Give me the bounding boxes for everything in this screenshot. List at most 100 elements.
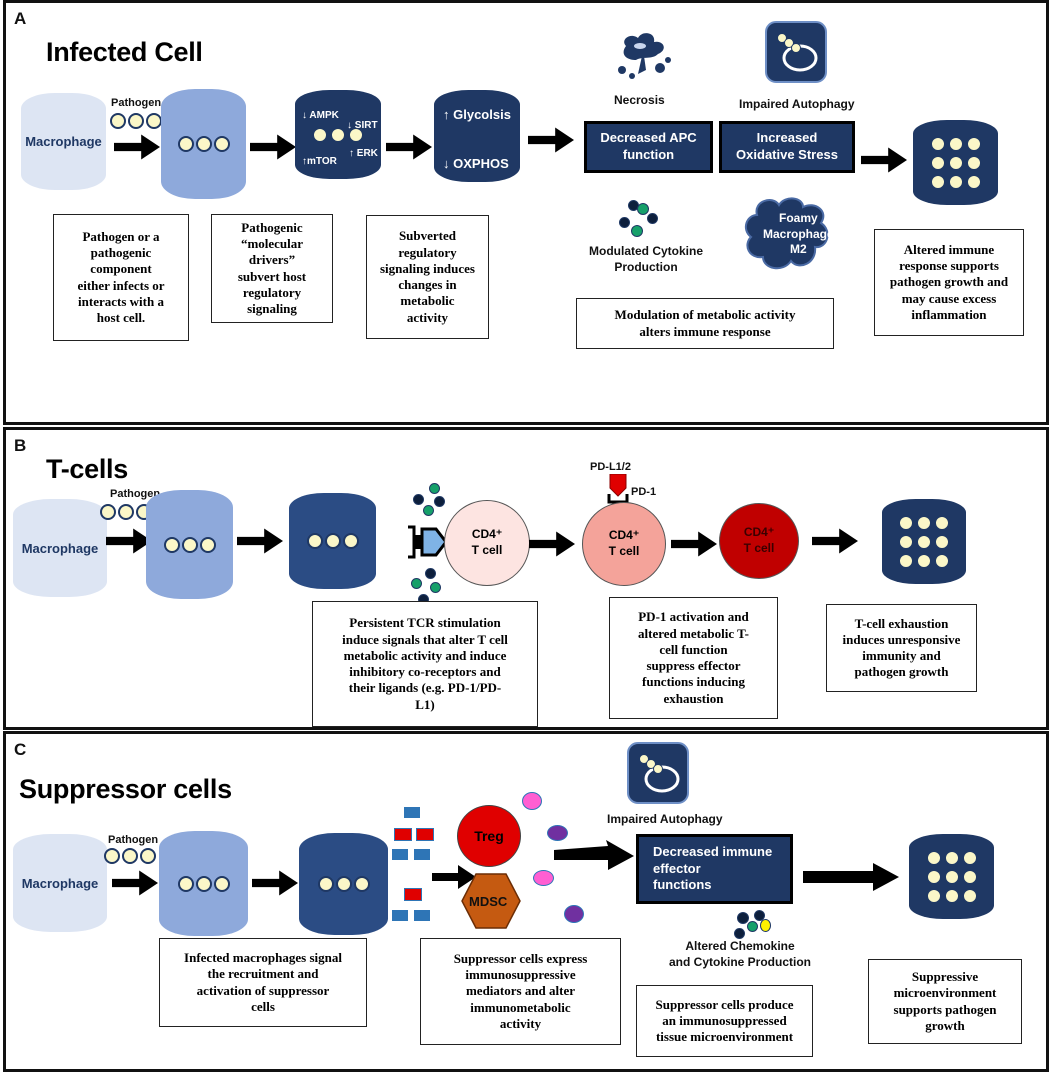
chemokine-dot (737, 912, 749, 924)
pathogen-bead (961, 849, 978, 866)
pathogen-label: Pathogen (111, 97, 162, 109)
panel-b: B T-cells Macrophage Pathogen CD4⁺ T cel… (3, 427, 1049, 730)
mediator-square (416, 828, 434, 841)
treg-cell: Treg (457, 805, 521, 867)
pd-1-label: PD-1 (631, 486, 657, 498)
pathogen-bead (934, 552, 950, 569)
signaling-cell (289, 493, 376, 589)
metabolic-cell (434, 90, 520, 182)
chemokine-dot (747, 921, 758, 932)
pathogen-bead (961, 887, 978, 904)
macrophage-cell: Macrophage (13, 834, 107, 932)
arrow-icon (112, 870, 158, 896)
panel-a: A Infected Cell Macrophage Pathogen ↓ AM… (3, 0, 1049, 425)
box-a3: Subverted regulatory signaling induces c… (366, 215, 489, 339)
box-c1: Infected macrophages signal the recruitm… (159, 938, 367, 1027)
panel-label: C (14, 740, 27, 759)
pathogen-bead (916, 514, 932, 531)
pathogen-bead (929, 173, 946, 190)
sirt-label: ↓ SIRT (347, 120, 378, 131)
box-b2: PD-1 activation and altered metabolic T-… (609, 597, 778, 719)
mediator-square (404, 888, 422, 901)
mediator-dot (564, 905, 584, 923)
impaired-autophagy-label: Impaired Autophagy (607, 812, 723, 826)
cd4-naive-cell: CD4⁺ T cell (444, 500, 530, 586)
cytokine-dot (619, 217, 630, 228)
erk-label: ↑ ERK (349, 148, 378, 159)
pathogen-bead (925, 887, 942, 904)
arrow-icon (386, 134, 432, 160)
pathogen-bead (140, 848, 156, 864)
signaling-cell (299, 833, 388, 935)
outcome-cell (909, 834, 994, 919)
infected-cell (146, 490, 233, 599)
chemokine-dot (734, 928, 745, 939)
decreased-effector-box: Decreased immune effector functions (636, 834, 793, 904)
pathogen-bead (929, 154, 946, 171)
pathogen-bead (961, 868, 978, 885)
pathogen-bead (925, 849, 942, 866)
macrophage-label: Macrophage (21, 875, 99, 891)
mtor-label: ↑mTOR (302, 156, 337, 167)
box-c4: Suppressive microenvironment supports pa… (868, 959, 1022, 1044)
pathogen-bead (335, 876, 352, 892)
pathogen-bead (916, 552, 932, 569)
cytokine-dot (430, 582, 441, 593)
pathogen-bead (122, 848, 138, 864)
pathogen-beads (317, 876, 371, 892)
signaling-cell (295, 90, 381, 179)
pathogen-beads (311, 126, 365, 143)
pathogen-bead (199, 536, 216, 553)
pd-l1-label: PD-L1/2 (590, 461, 631, 473)
pathogen-bead (943, 868, 960, 885)
mediator-square (414, 910, 430, 921)
arrow-icon (671, 531, 717, 557)
mediator-square (414, 849, 430, 860)
pathogen-bead (110, 113, 126, 129)
pathogen-bead (925, 868, 942, 885)
apc-box: Decreased APC function (584, 121, 713, 173)
pathogen-bead (100, 504, 116, 520)
arrow-icon (252, 870, 298, 896)
pathogen-bead (929, 135, 946, 152)
mdsc-cell (461, 873, 521, 929)
pathogen-bead (104, 848, 120, 864)
pathogen-beads (103, 848, 157, 864)
macrophage-cell: Macrophage (21, 93, 106, 190)
cytokine-dot (429, 483, 440, 494)
cytokine-dot (425, 568, 436, 579)
outcome-cell (913, 120, 998, 205)
arrow-icon (250, 134, 296, 160)
pathogen-bead (947, 173, 964, 190)
box-b3: T-cell exhaustion induces unresponsive i… (826, 604, 977, 692)
pathogen-beads (306, 533, 360, 549)
box-a5: Altered immune response supports pathoge… (874, 229, 1024, 336)
pathogen-label: Pathogen (108, 834, 159, 846)
pd1-receptor-icon (607, 474, 629, 504)
pathogen-bead (306, 533, 323, 549)
pathogen-bead (965, 173, 982, 190)
pathogen-beads (929, 173, 983, 190)
cytokine-dot (637, 203, 649, 215)
arrow-icon (812, 528, 858, 554)
box-a2: Pathogenic “molecular drivers” subvert h… (211, 214, 333, 323)
panel-title: T-cells (46, 454, 128, 484)
pathogen-bead (324, 533, 341, 549)
cytokine-label: Modulated Cytokine Production (589, 244, 704, 274)
pathogen-bead (353, 876, 370, 892)
panel-label: B (14, 436, 27, 455)
pathogen-label: Pathogen (110, 488, 161, 500)
pathogen-bead (947, 135, 964, 152)
chemokine-dot (760, 919, 771, 932)
necrosis-label: Necrosis (614, 93, 665, 107)
ampk-label: ↓ AMPK (302, 110, 339, 121)
chemokine-label: Altered Chemokine and Cytokine Productio… (669, 939, 812, 969)
cytokine-dot (423, 505, 434, 516)
pathogen-bead (213, 136, 230, 152)
pathogen-beads (925, 868, 979, 885)
pathogen-beads (897, 514, 951, 531)
pathogen-beads (99, 504, 153, 520)
mdsc-label: MDSC (469, 894, 508, 909)
cytokine-dot (647, 213, 658, 224)
mediator-dot (533, 870, 554, 886)
